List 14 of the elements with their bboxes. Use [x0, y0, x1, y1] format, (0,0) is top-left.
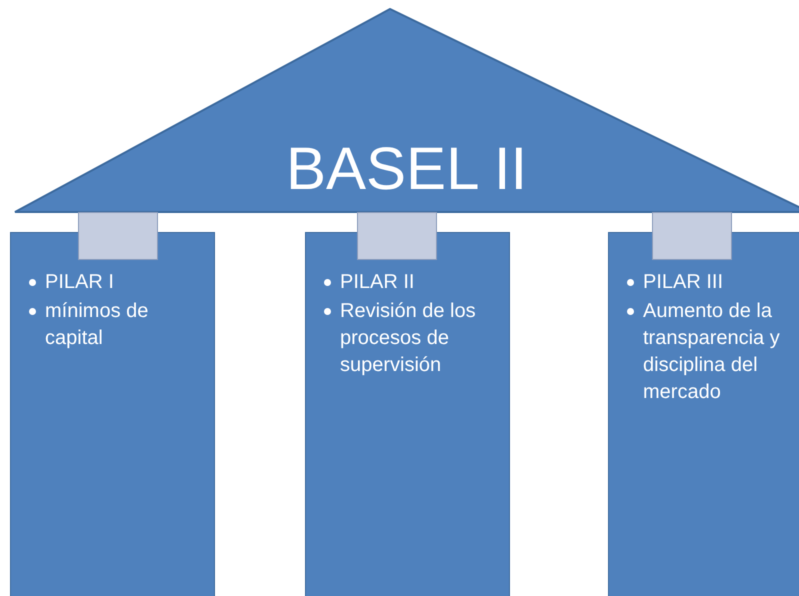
pillar-column: [10, 232, 215, 596]
pillar-capital: [652, 212, 732, 260]
pillar-capital: [357, 212, 437, 260]
bullet-text: PILAR III: [643, 271, 724, 293]
bullet-text: Aumento de la transparencia y disciplina del mercado: [643, 300, 780, 403]
roof-title: BASEL II: [286, 134, 528, 204]
bullet-text: PILAR I: [45, 271, 114, 293]
bullet-text: Revisión de los procesos de supervisión: [340, 300, 476, 376]
pillar-capital: [78, 212, 158, 260]
pillar-column: [305, 232, 510, 596]
bullet-text: mínimos de capital: [45, 300, 148, 349]
pillar-column: [608, 232, 799, 596]
bullet-text: PILAR II: [340, 271, 414, 293]
roof-triangle: [14, 8, 799, 214]
